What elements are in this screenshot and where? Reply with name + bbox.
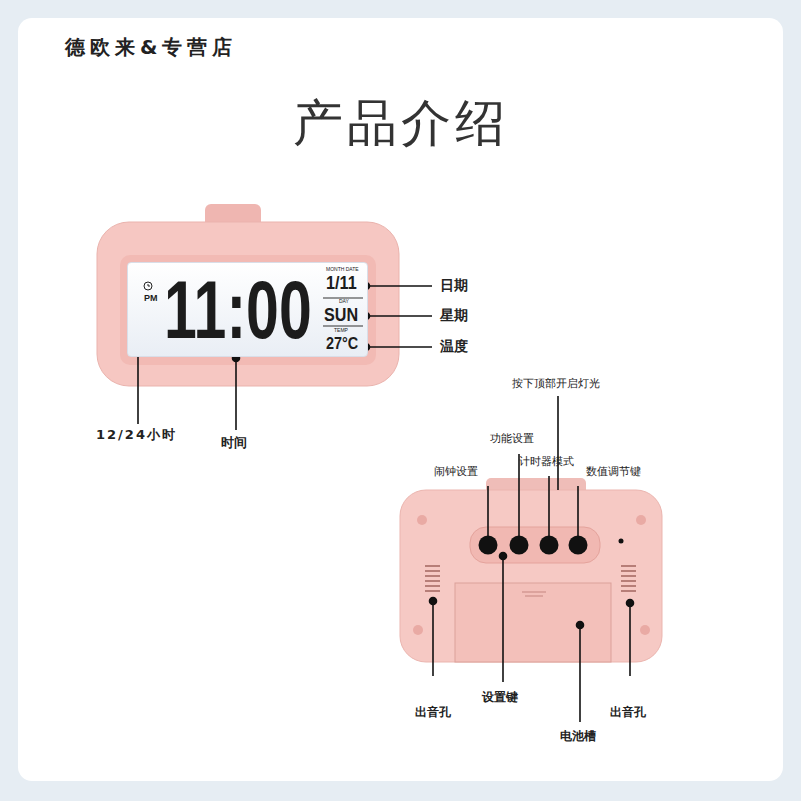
callout-label: 设置键: [482, 691, 518, 704]
screen-text: MONTH DATE: [326, 267, 359, 272]
callout-label: 出音孔: [610, 706, 646, 719]
callout-label: 温度: [440, 339, 468, 354]
buttons: [479, 536, 624, 555]
screen-text: DAY: [339, 299, 349, 304]
screen-text: SUN: [324, 305, 358, 324]
screen-text: 27°C: [326, 335, 358, 352]
clock-back: [400, 490, 662, 662]
callout-label: 星期: [440, 308, 468, 323]
callout-label: 计时器模式: [519, 456, 574, 468]
screen-text: 1/11: [326, 274, 357, 292]
callout-label: 闹钟设置: [434, 466, 478, 478]
shop-name: 德欧来&专营店: [65, 36, 237, 58]
callout-label: 12/24小时: [96, 428, 177, 442]
callout-label: 日期: [440, 278, 468, 293]
screen-text: PM: [144, 294, 158, 303]
clock-front: [97, 222, 399, 386]
button-recess: [470, 527, 600, 563]
leader-lines: [430, 396, 634, 722]
title: 产品介绍: [0, 96, 801, 151]
bezel: [120, 255, 376, 365]
callout-label: 按下顶部开启灯光: [512, 378, 600, 390]
callout-label: 出音孔: [415, 706, 451, 719]
cover-notch: [522, 592, 546, 596]
time-digits: 11:00: [164, 269, 312, 351]
callout-label: 时间: [221, 436, 247, 450]
callout-label: 电池槽: [560, 730, 596, 743]
callout-label: 功能设置: [490, 433, 534, 445]
callout-label: 数值调节键: [586, 466, 641, 478]
battery-cover: [455, 583, 611, 662]
lcd-screen: PM 11:00 MONTH DATE 1/11DAYSUN TEMP 27°C: [127, 262, 368, 357]
screen-text: TEMP: [334, 328, 348, 333]
